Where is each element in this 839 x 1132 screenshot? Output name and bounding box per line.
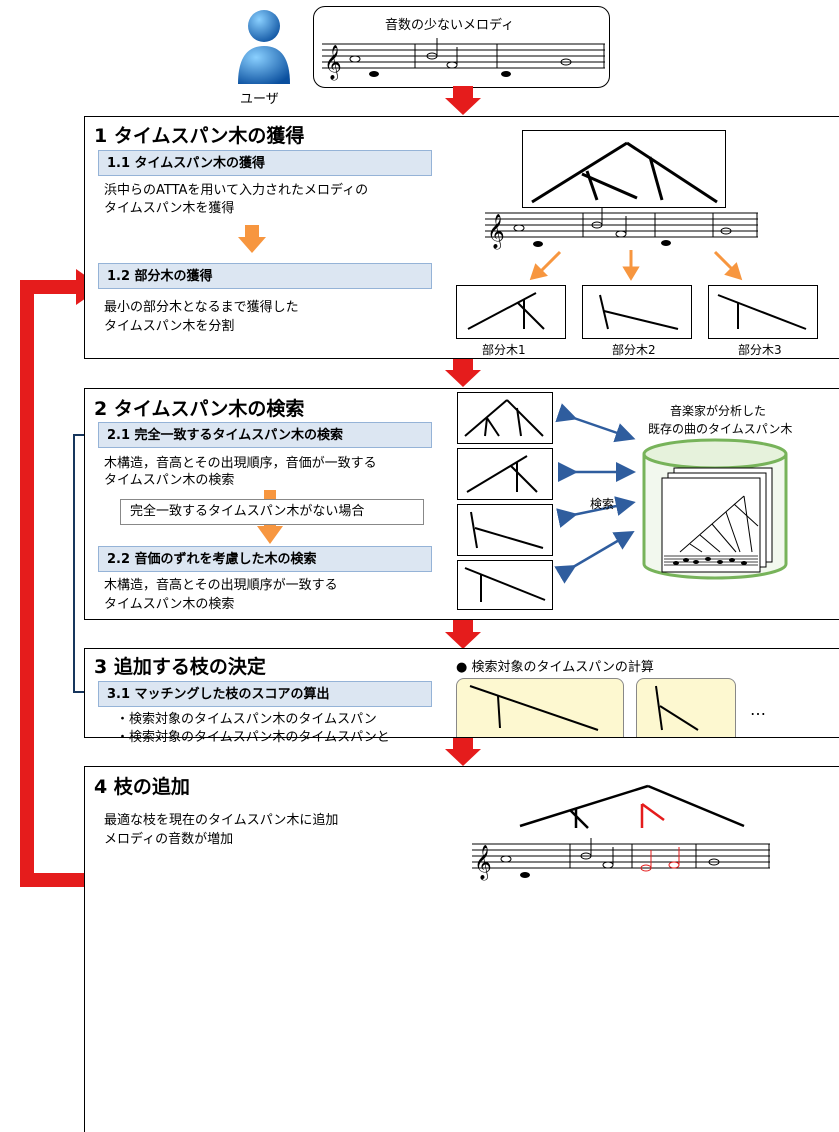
- panel-2-title: 2 タイムスパン木の検索: [94, 398, 305, 420]
- search-arrows: [554, 403, 636, 584]
- subsection-1-1-line2: タイムスパン木を獲得: [104, 201, 235, 216]
- panel-1-title: 1 タイムスパン木の獲得: [94, 125, 305, 147]
- query-tree-1: [464, 399, 544, 437]
- query-tree-3: [470, 511, 544, 549]
- subtree-label-3: 部分木3: [738, 343, 782, 357]
- span-calc-tree-1: [469, 685, 599, 731]
- span-calc-tree-2: [655, 685, 699, 731]
- calc-span-heading: ● 検索対象のタイムスパンの計算: [456, 660, 654, 675]
- subsection-1-1-line1: 浜中らのATTAを用いて入力されたメロディの: [104, 183, 369, 198]
- panel-4-line1: 最適な枝を現在のタイムスパン木に追加: [104, 813, 339, 828]
- subsection-1-1: 1.1 タイムスパン木の獲得: [98, 150, 432, 176]
- panel-4-title: 4 枝の追加: [94, 776, 190, 798]
- subsection-2-2-line2: タイムスパン木の検索: [104, 597, 235, 612]
- subtree-1: [467, 292, 545, 330]
- db-label-2: 既存の曲のタイムスパン木: [648, 422, 793, 436]
- subtree-box-1: [456, 285, 566, 339]
- user-icon: [238, 10, 290, 84]
- subsection-1-2-line2: タイムスパン木を分割: [104, 319, 235, 334]
- query-tree-4: [464, 567, 546, 602]
- red-down-arrow-4: [445, 737, 481, 766]
- input-melody-label: 音数の少ないメロディ: [385, 18, 515, 33]
- svg-text:𝄞: 𝄞: [474, 845, 492, 881]
- subtree-box-2: [582, 285, 692, 339]
- subsection-2-1-line1: 木構造，音高とその出現順序，音価が一致する: [104, 456, 377, 471]
- subsection-2-1: 2.1 完全一致するタイムスパン木の検索: [98, 422, 432, 448]
- panel-3-title: 3 追加する枝の決定: [94, 656, 266, 678]
- split-arrows: [529, 250, 743, 281]
- subsection-2-2: 2.2 音価のずれを考慮した木の検索: [98, 546, 432, 572]
- search-label: 検索: [590, 497, 615, 511]
- subtree-label-1: 部分木1: [482, 343, 526, 357]
- input-melody-box: [313, 6, 610, 88]
- subsection-2-2-line1: 木構造，音高とその出現順序が一致する: [104, 578, 338, 593]
- subtree-2: [599, 294, 679, 330]
- subsection-1-2: 1.2 部分木の獲得: [98, 263, 432, 289]
- query-tree-box-3: [457, 504, 553, 556]
- ellipsis-1: …: [750, 700, 766, 719]
- score-item-1: ・検索対象のタイムスパン木のタイムスパン: [116, 712, 377, 727]
- panel-3-frame: [84, 648, 839, 738]
- database-icon: [642, 438, 788, 580]
- query-tree-2: [466, 455, 538, 493]
- no-match-label: 完全一致するタイムスパン木がない場合: [130, 504, 365, 519]
- subsection-1-2-line1: 最小の部分木となるまで獲得した: [104, 300, 299, 315]
- subtree-label-2: 部分木2: [612, 343, 656, 357]
- no-match-box: [120, 499, 424, 525]
- red-down-arrow-1: [445, 86, 481, 115]
- panel-4-line2: メロディの音数が増加: [104, 832, 234, 847]
- input-staff: 𝄞: [322, 38, 605, 81]
- svg-text:𝄞: 𝄞: [324, 45, 342, 81]
- result-tree: [519, 784, 745, 829]
- result-staff: 𝄞: [472, 838, 770, 881]
- full-tree: [531, 141, 718, 204]
- span-calc-box-1: [456, 678, 624, 737]
- subsection-3-1: 3.1 マッチングした枝のスコアの算出: [98, 681, 432, 707]
- orange-down-arrow-1: [238, 225, 266, 253]
- svg-text:𝄞: 𝄞: [487, 214, 505, 250]
- subtree-3: [717, 294, 807, 330]
- panel-4: [84, 766, 839, 1132]
- score-item-2: ・検索対象のタイムスパン木のタイムスパンと: [116, 730, 390, 745]
- subsection-2-1-line2: タイムスパン木の検索: [104, 473, 235, 488]
- full-tree-box: [522, 130, 726, 208]
- user-label: ユーザ: [240, 92, 279, 107]
- db-label-1: 音楽家が分析した: [670, 404, 767, 418]
- red-down-arrow-2: [445, 358, 481, 387]
- panel1-staff: 𝄞: [485, 207, 758, 250]
- red-down-arrow-3: [445, 620, 481, 649]
- span-calc-box-2: [636, 678, 736, 737]
